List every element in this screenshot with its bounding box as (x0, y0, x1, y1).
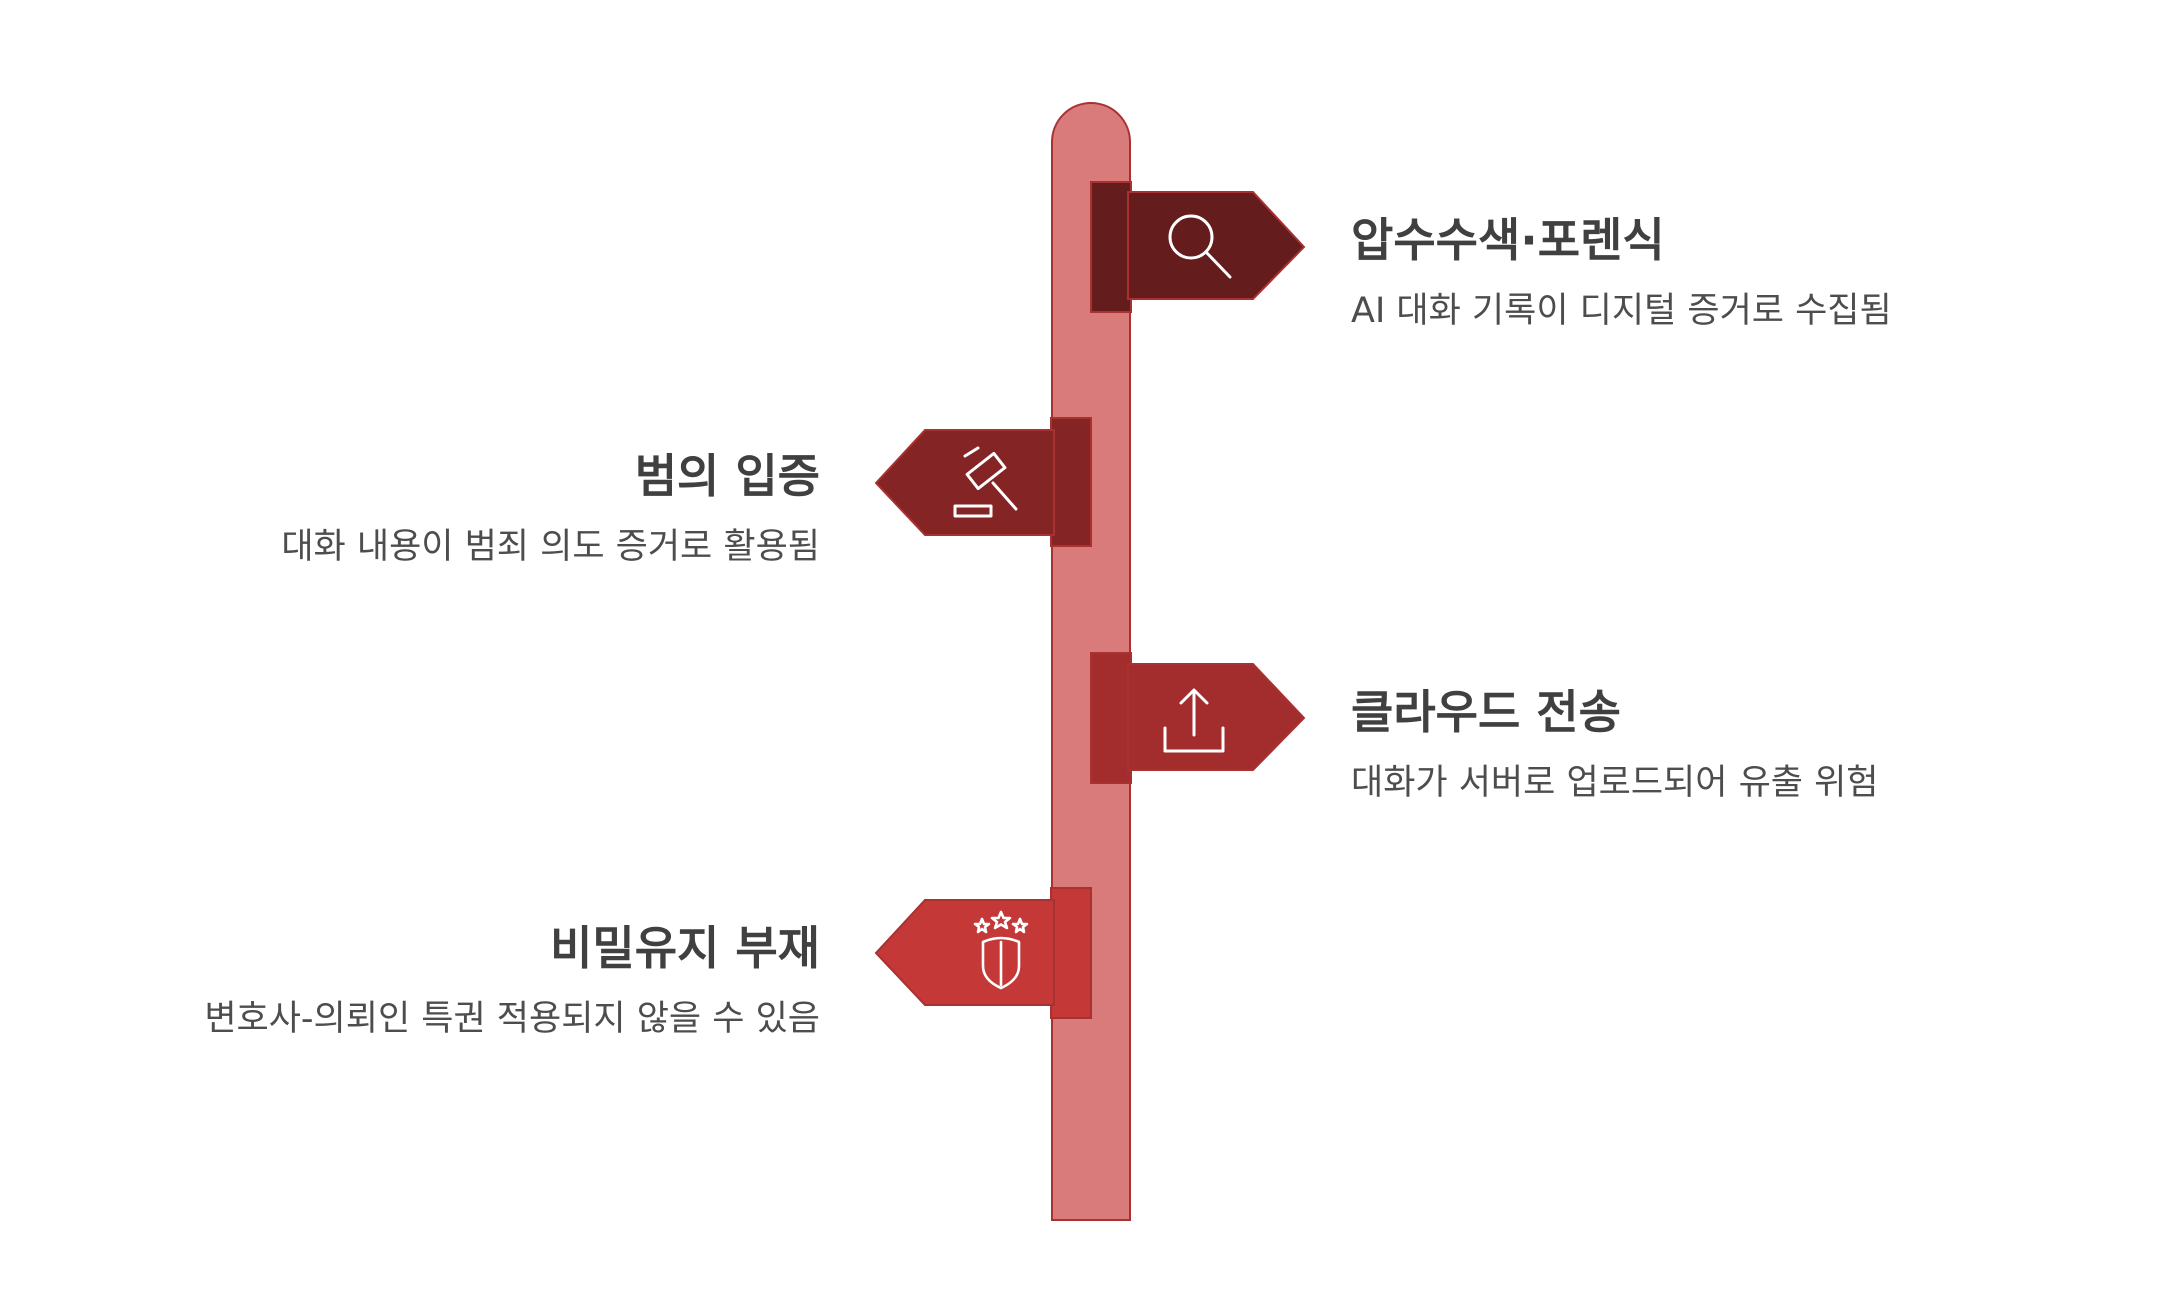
sign-3 (1090, 652, 1306, 784)
item-4-title: 비밀유지 부재 (550, 921, 820, 975)
sign-2 (874, 417, 1092, 547)
item-4-label: 비밀유지 부재 변호사-의뢰인 특권 적용되지 않을 수 있음 (100, 921, 820, 1040)
shield-icon (973, 910, 1029, 990)
item-2-label: 범의 입증 대화 내용이 범죄 의도 증거로 활용됨 (100, 449, 820, 568)
item-1-description: AI 대화 기록이 디지털 증거로 수집됨 (1351, 291, 1892, 332)
item-3-label: 클라우드 전송 대화가 서버로 업로드되어 유출 위험 (1351, 685, 2071, 804)
item-2-description: 대화 내용이 범죄 의도 증거로 활용됨 (281, 527, 820, 568)
item-2-title: 범의 입증 (634, 449, 820, 503)
sign-1 (1090, 181, 1306, 313)
item-3-title: 클라우드 전송 (1351, 685, 1621, 739)
item-1-label: 압수수색·포렌식 AI 대화 기록이 디지털 증거로 수집됨 (1351, 213, 2071, 332)
sign-4 (874, 887, 1092, 1019)
gavel-icon (953, 446, 1018, 518)
upload-icon (1163, 688, 1225, 753)
magnifier-icon (1168, 214, 1232, 279)
item-3-description: 대화가 서버로 업로드되어 유출 위험 (1351, 763, 1879, 804)
item-1-title: 압수수색·포렌식 (1351, 213, 1665, 267)
item-4-description: 변호사-의뢰인 특권 적용되지 않을 수 있음 (204, 999, 820, 1040)
